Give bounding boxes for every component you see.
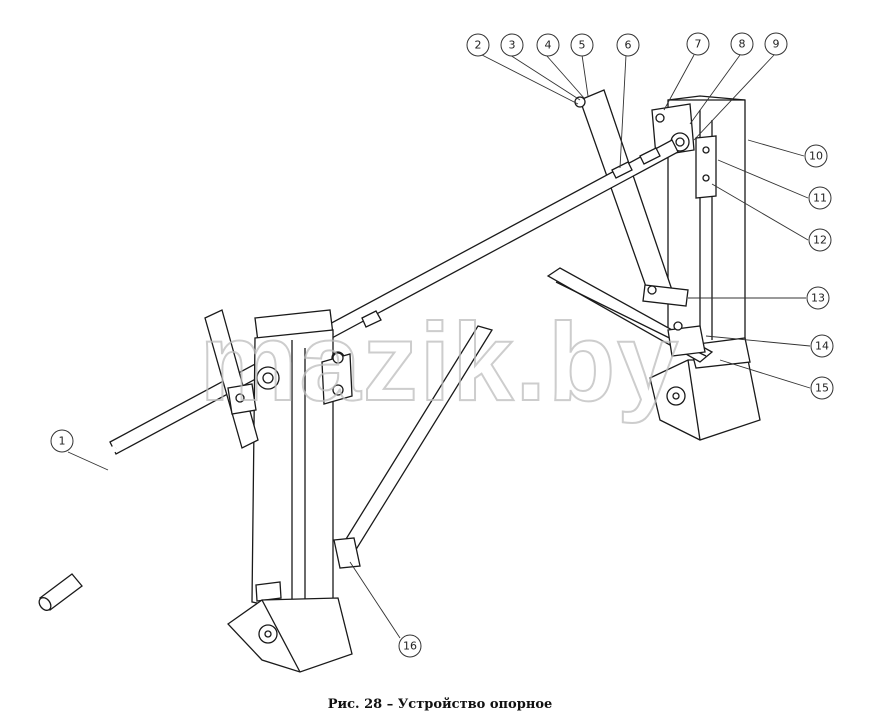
callout-6: 6 xyxy=(616,33,640,57)
callout-15: 15 xyxy=(810,376,834,400)
callout-16: 16 xyxy=(398,634,422,658)
right-lower-arm xyxy=(546,267,714,363)
svg-text:13: 13 xyxy=(811,292,825,305)
callout-9: 9 xyxy=(764,32,788,56)
left-diagonal-brace xyxy=(333,325,494,569)
svg-text:12: 12 xyxy=(813,234,827,247)
leader-lines xyxy=(67,54,811,639)
svg-text:8: 8 xyxy=(739,38,746,51)
callout-11: 11 xyxy=(808,186,832,210)
callout-7: 7 xyxy=(686,32,710,56)
callout-5: 5 xyxy=(570,33,594,57)
svg-text:15: 15 xyxy=(815,382,829,395)
figure-caption: Рис. 28 – Устройство опорное xyxy=(327,697,553,712)
callout-2: 2 xyxy=(466,33,490,57)
svg-text:3: 3 xyxy=(509,39,516,52)
callout-14: 14 xyxy=(810,334,834,358)
svg-text:1: 1 xyxy=(59,435,66,448)
callout-1: 1 xyxy=(50,429,74,453)
left-lever-arm xyxy=(204,309,259,449)
watermark: mazik.by xyxy=(200,301,681,424)
svg-text:5: 5 xyxy=(579,39,586,52)
callout-10: 10 xyxy=(804,144,828,168)
svg-text:6: 6 xyxy=(625,39,632,52)
right-diagonal-brace xyxy=(574,89,689,307)
svg-text:2: 2 xyxy=(475,39,482,52)
svg-text:14: 14 xyxy=(815,340,829,353)
svg-text:7: 7 xyxy=(695,38,702,51)
crank-handle xyxy=(38,445,118,611)
svg-text:10: 10 xyxy=(809,150,823,163)
callout-4: 4 xyxy=(536,33,560,57)
svg-text:16: 16 xyxy=(403,640,417,653)
callout-12: 12 xyxy=(808,228,832,252)
callout-3: 3 xyxy=(500,33,524,57)
callout-8: 8 xyxy=(730,32,754,56)
svg-text:11: 11 xyxy=(813,192,827,205)
callout-13: 13 xyxy=(806,286,830,310)
left-support-leg xyxy=(227,309,353,673)
svg-text:9: 9 xyxy=(773,38,780,51)
svg-text:4: 4 xyxy=(545,39,552,52)
